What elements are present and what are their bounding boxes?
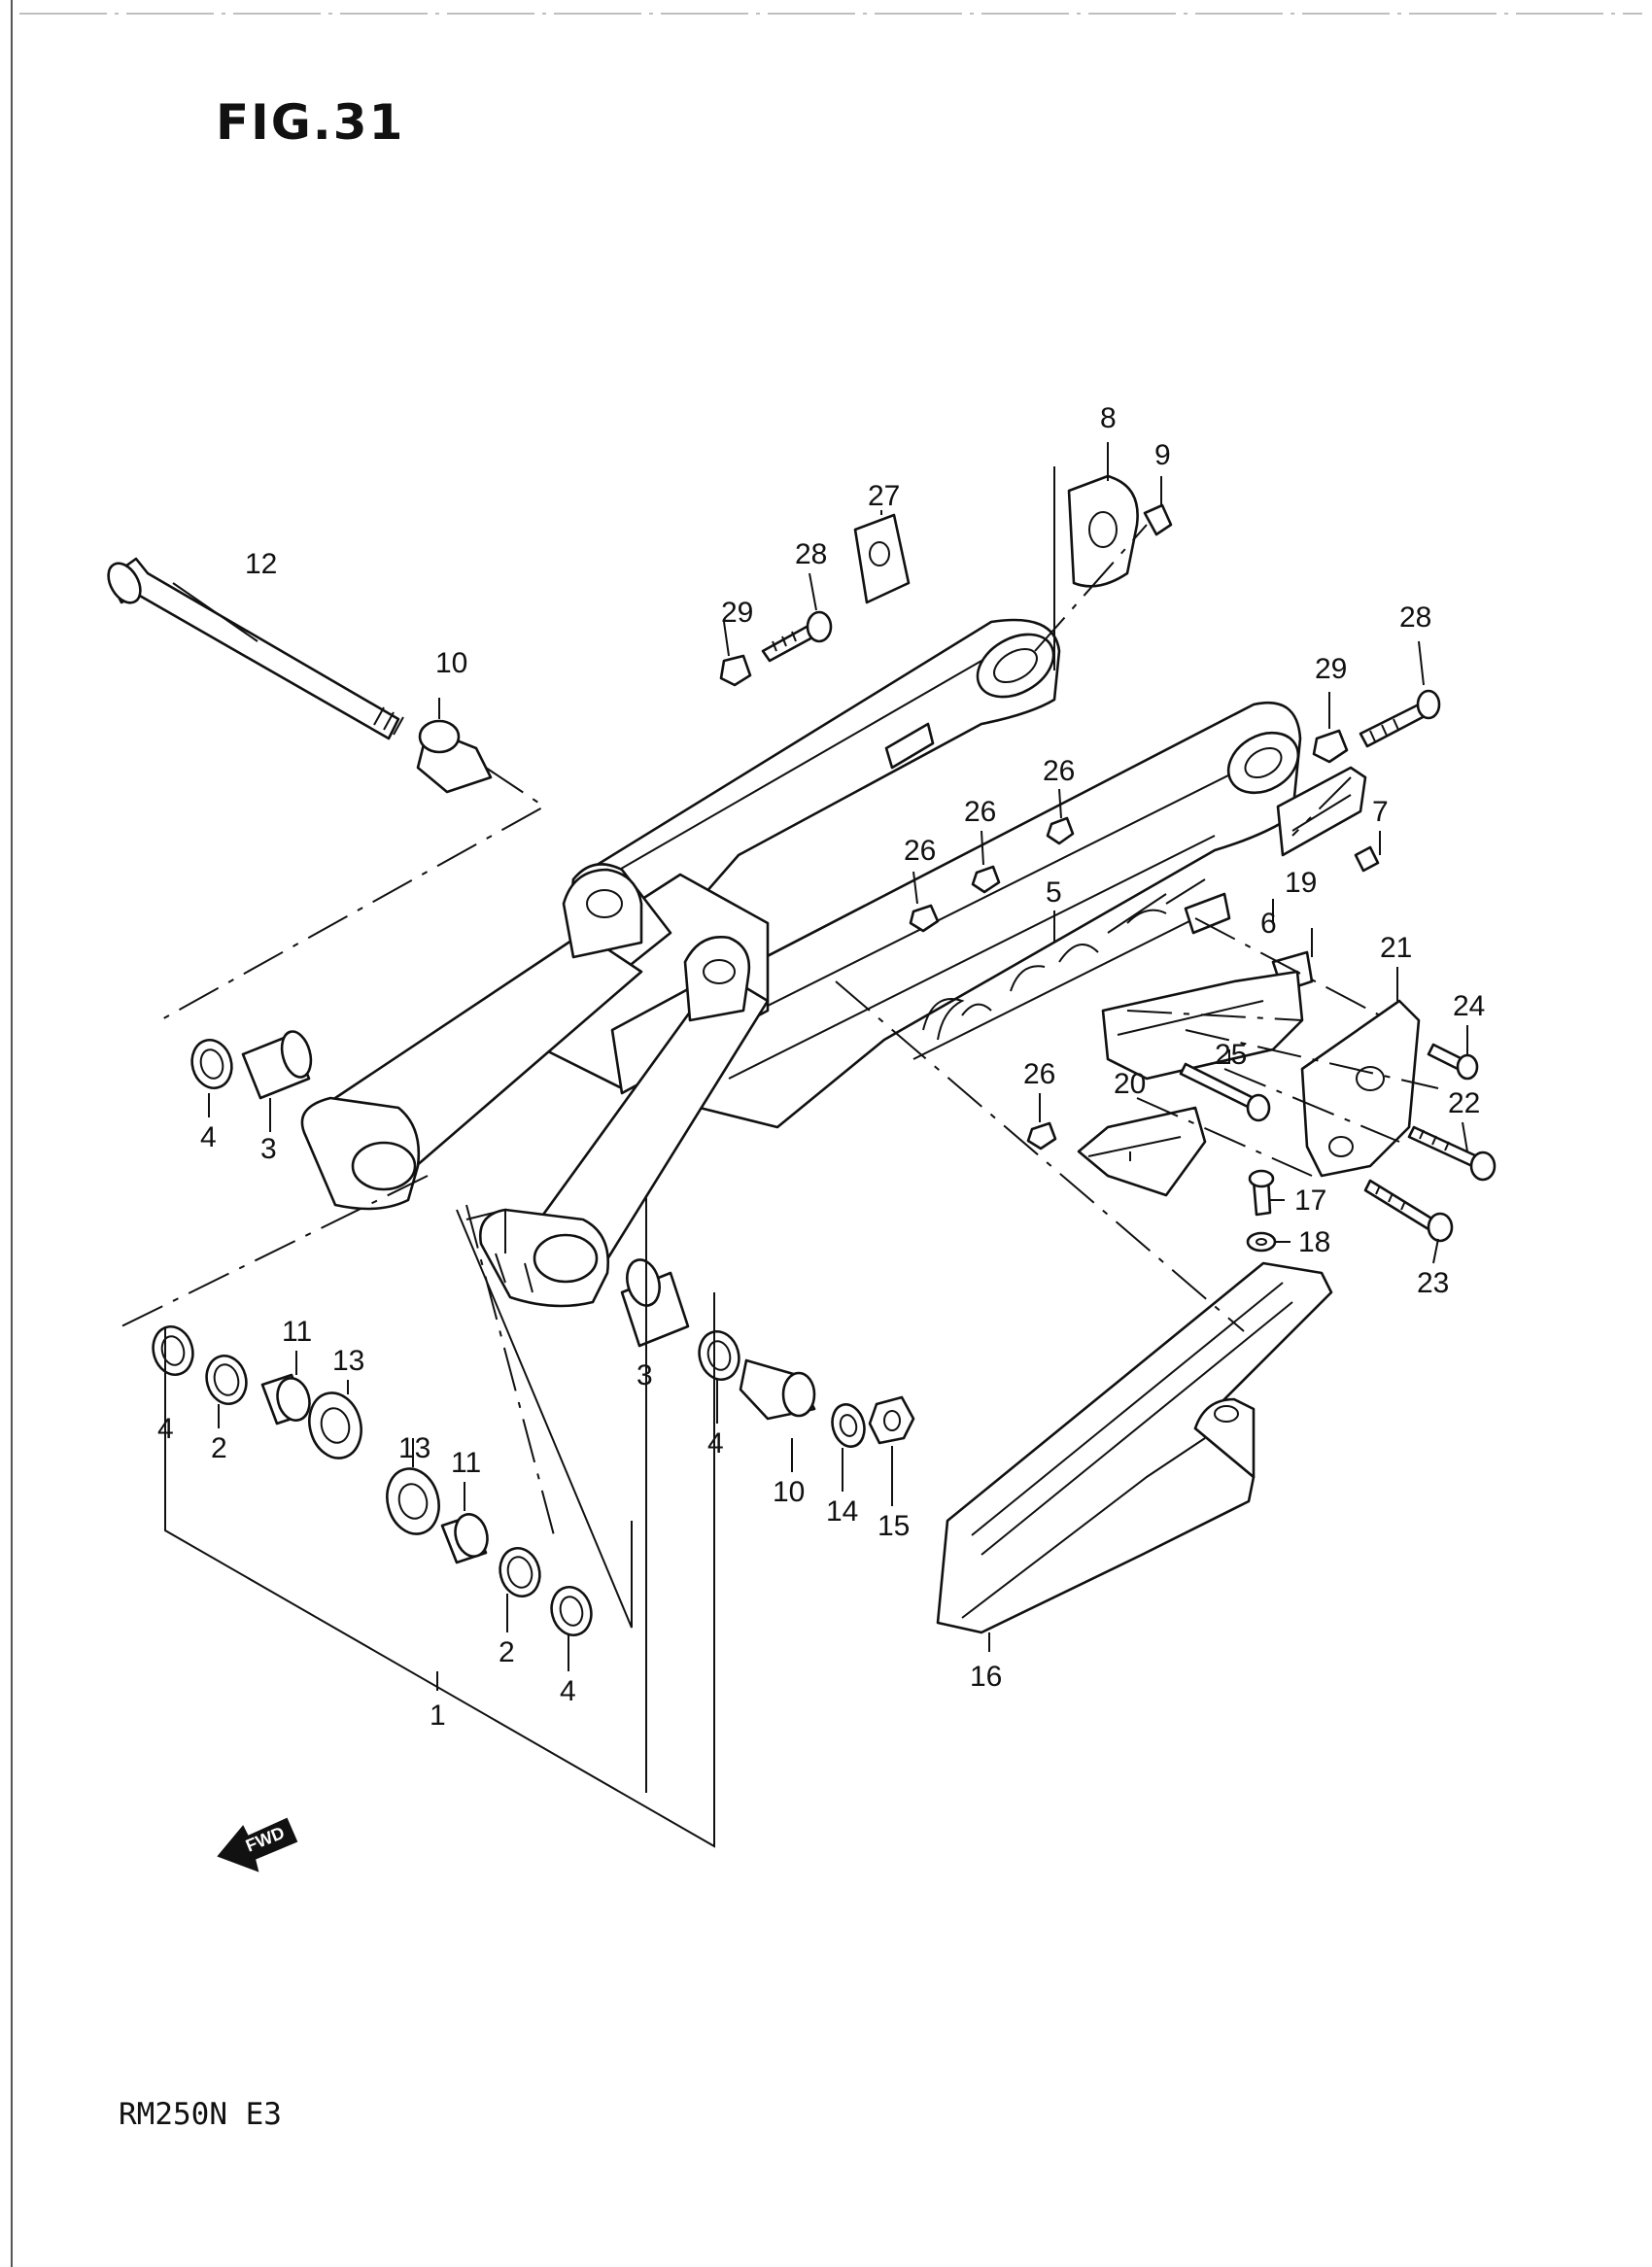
fwd-arrow-icon: [217, 1817, 298, 1872]
callout-26: 26: [904, 835, 936, 867]
callout-4: 4: [200, 1121, 217, 1153]
bolt-23: [1363, 1179, 1454, 1243]
callout-2: 2: [499, 1636, 515, 1668]
chain-pad: [853, 513, 911, 604]
nut-29-right: [1312, 729, 1349, 764]
washer-14: [831, 1403, 866, 1448]
bolt-17: [1248, 1169, 1275, 1217]
collar-10-right: [739, 1358, 816, 1421]
scan-border: [11, 0, 1642, 2267]
callout-13: 13: [398, 1432, 430, 1464]
washer-13-left: [308, 1391, 362, 1460]
nut-29-upper: [719, 654, 752, 687]
bolt-28-upper: [761, 610, 833, 663]
bracket-19: [1101, 970, 1304, 1081]
callout-22: 22: [1448, 1087, 1480, 1119]
nut-26-d: [1026, 1121, 1057, 1151]
callout-6: 6: [1260, 908, 1277, 940]
figure-title: FIG.31: [216, 94, 404, 151]
callout-3: 3: [260, 1133, 277, 1165]
chain-guard-20: [1077, 1106, 1207, 1197]
callout-26: 26: [1023, 1058, 1055, 1090]
callout-20: 20: [1114, 1068, 1146, 1100]
leader-lines: [164, 442, 1468, 1848]
bush-11-left: [260, 1373, 311, 1425]
seal-4-left: [152, 1325, 194, 1376]
callout-29: 29: [721, 597, 753, 629]
swingarm: [300, 618, 1314, 1308]
callout-8: 8: [1100, 402, 1117, 434]
callout-23: 23: [1417, 1267, 1449, 1299]
callout-28: 28: [1399, 601, 1431, 634]
callout-21: 21: [1380, 932, 1412, 964]
bearing-2-left: [205, 1355, 248, 1405]
callout-19: 19: [1285, 867, 1317, 899]
callout-7: 7: [1372, 796, 1389, 828]
collar-upper: [416, 719, 493, 794]
callout-2: 2: [211, 1432, 227, 1464]
callout-11: 11: [282, 1316, 312, 1348]
callout-15: 15: [878, 1510, 910, 1542]
bearing-3-top: [241, 1030, 313, 1100]
screw-9: [1143, 503, 1173, 536]
plate-8: [1067, 474, 1139, 588]
pivot-shaft: [107, 557, 404, 740]
seal-4-top: [190, 1039, 233, 1089]
callout-27: 27: [868, 480, 900, 512]
callout-16: 16: [970, 1661, 1002, 1693]
callout-4: 4: [560, 1675, 576, 1707]
bolt-22: [1407, 1125, 1497, 1182]
callout-14: 14: [826, 1495, 858, 1528]
seal-4-right: [698, 1330, 740, 1381]
callout-12: 12: [245, 548, 277, 580]
callout-28: 28: [795, 538, 827, 570]
washer-13-mid: [386, 1467, 440, 1535]
callout-24: 24: [1453, 990, 1485, 1022]
model-code: RM250N E3: [119, 2097, 282, 2132]
fwd-marker: FWD: [217, 1817, 298, 1872]
callout-4: 4: [157, 1413, 174, 1445]
callout-18: 18: [1298, 1226, 1330, 1258]
callout-10: 10: [435, 647, 467, 679]
guide-plate-21: [1300, 999, 1421, 1178]
bracket-6: [1276, 766, 1367, 857]
callout-5: 5: [1046, 876, 1062, 909]
nut-26-b: [971, 865, 1001, 894]
screw-7: [1354, 845, 1380, 873]
callout-29: 29: [1315, 653, 1347, 685]
callout-3: 3: [637, 1359, 653, 1391]
callout-1: 1: [430, 1700, 446, 1732]
washer-18: [1246, 1231, 1277, 1253]
callout-26: 26: [964, 796, 996, 828]
bearing-2-mid: [499, 1547, 541, 1597]
nut-15: [868, 1395, 915, 1445]
callout-13: 13: [332, 1345, 364, 1377]
callout-25: 25: [1215, 1039, 1247, 1071]
nut-26-a: [909, 904, 940, 933]
callout-4: 4: [707, 1427, 724, 1460]
bolt-25: [1179, 1062, 1271, 1122]
callout-9: 9: [1154, 439, 1171, 471]
callout-17: 17: [1294, 1185, 1326, 1217]
bush-11-mid: [440, 1513, 489, 1564]
seal-4-mid: [550, 1586, 593, 1636]
callout-26: 26: [1043, 755, 1075, 787]
bearing-3-right: [620, 1258, 690, 1348]
bolt-28-right: [1359, 689, 1441, 748]
callout-11: 11: [451, 1447, 481, 1479]
callouts: 12 10 29 28 27 8 9 28 29 7 6 26 26 26 5 …: [157, 402, 1485, 1732]
callout-10: 10: [773, 1476, 805, 1508]
bolt-24: [1427, 1043, 1479, 1081]
nut-26-c: [1046, 816, 1075, 845]
assembly-lines: [120, 524, 1439, 1536]
chain-slider-16: [936, 1261, 1333, 1634]
